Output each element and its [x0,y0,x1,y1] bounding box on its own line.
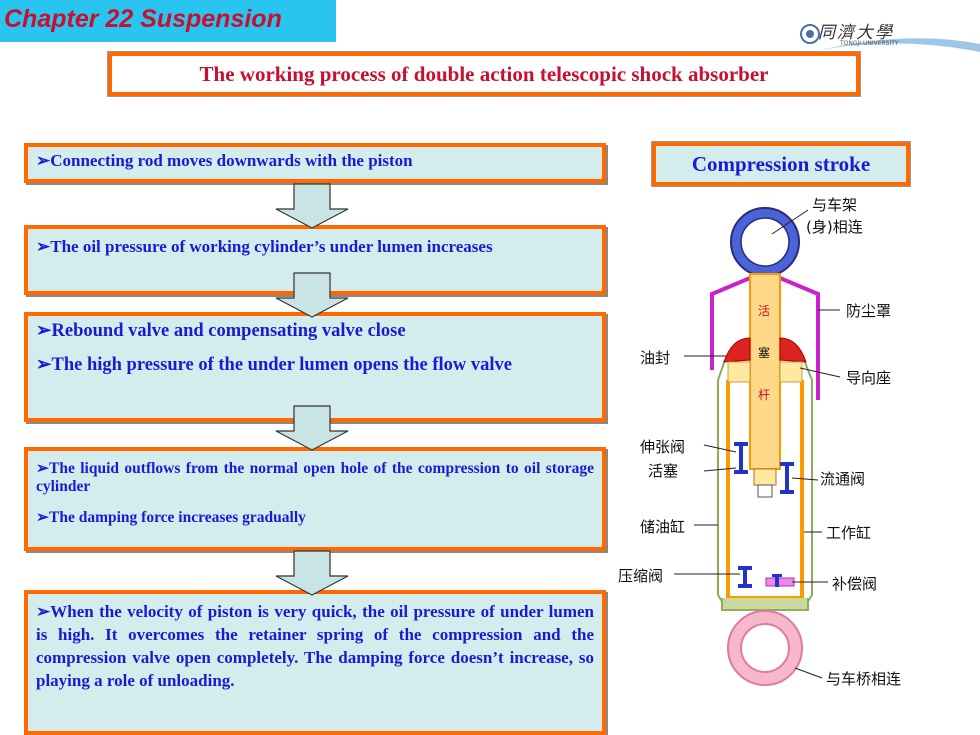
down-arrow-2 [275,272,349,318]
step-5-line-1: ➢When the velocity of piston is very qui… [36,602,594,690]
label-axle: 与车桥相连 [826,670,902,688]
label-working-cylinder: 工作缸 [826,524,872,542]
label-rebound-valve: 伸张阀 [640,438,686,456]
piston-rod [749,273,781,470]
label-storage-cylinder: 储油缸 [640,518,686,536]
shock-absorber-diagram [674,207,841,686]
label-oil-seal: 油封 [640,349,671,367]
oil-seal [723,337,751,363]
compression-valve [738,566,752,588]
step-2-line-1: ➢The oil pressure of working cylinder’s … [36,237,493,256]
label-compression-valve: 压缩阀 [618,567,664,585]
label-frame: 与车架 [812,196,858,214]
rod-char-2: 塞 [758,346,771,360]
chapter-title: Chapter 22 Suspension [4,5,282,33]
flow-valve [780,462,794,494]
label-dust-cover: 防尘罩 [846,302,892,320]
university-logo-text: 同濟大學 [818,23,894,43]
university-logo-swoosh [800,24,980,52]
rod-char-1: 活 [758,304,771,318]
label-guide-seat: 导向座 [846,369,892,387]
step-3-line-2: ➢The high pressure of the under lumen op… [36,355,512,375]
rebound-valve [734,442,748,474]
guide-seat [727,361,751,383]
step-box-4: ➢The liquid outflows from the normal ope… [24,447,606,551]
compression-stroke-box: Compression stroke [651,141,911,187]
compression-stroke-label: Compression stroke [691,151,871,176]
step-box-1: ➢Connecting rod moves downwards with the… [24,143,606,183]
slide-title-box: The working process of double action tel… [107,51,861,97]
chapter-banner: Chapter 22 Suspension [0,0,336,42]
compensating-valve [765,577,795,587]
university-logo-subtitle: TONGJI UNIVERSITY [840,40,899,47]
down-arrow-3 [275,405,349,451]
step-3-line-1: ➢Rebound valve and compensating valve cl… [36,321,406,341]
label-piston: 活塞 [648,462,679,480]
slide-title: The working process of double action tel… [199,61,769,86]
step-box-5: ➢When the velocity of piston is very qui… [24,590,606,735]
label-compensating-valve: 补偿阀 [832,575,878,593]
down-arrow-4 [275,550,349,596]
step-4-line-1: ➢The liquid outflows from the normal ope… [36,460,594,495]
down-arrow-1 [275,183,349,229]
rod-char-3: 杆 [758,388,771,402]
step-4-line-2: ➢The damping force increases gradually [36,509,306,526]
label-frame-2: (身)相连 [806,218,863,236]
label-flow-valve: 流通阀 [820,470,866,488]
step-1-line-1: ➢Connecting rod moves downwards with the… [36,151,413,170]
